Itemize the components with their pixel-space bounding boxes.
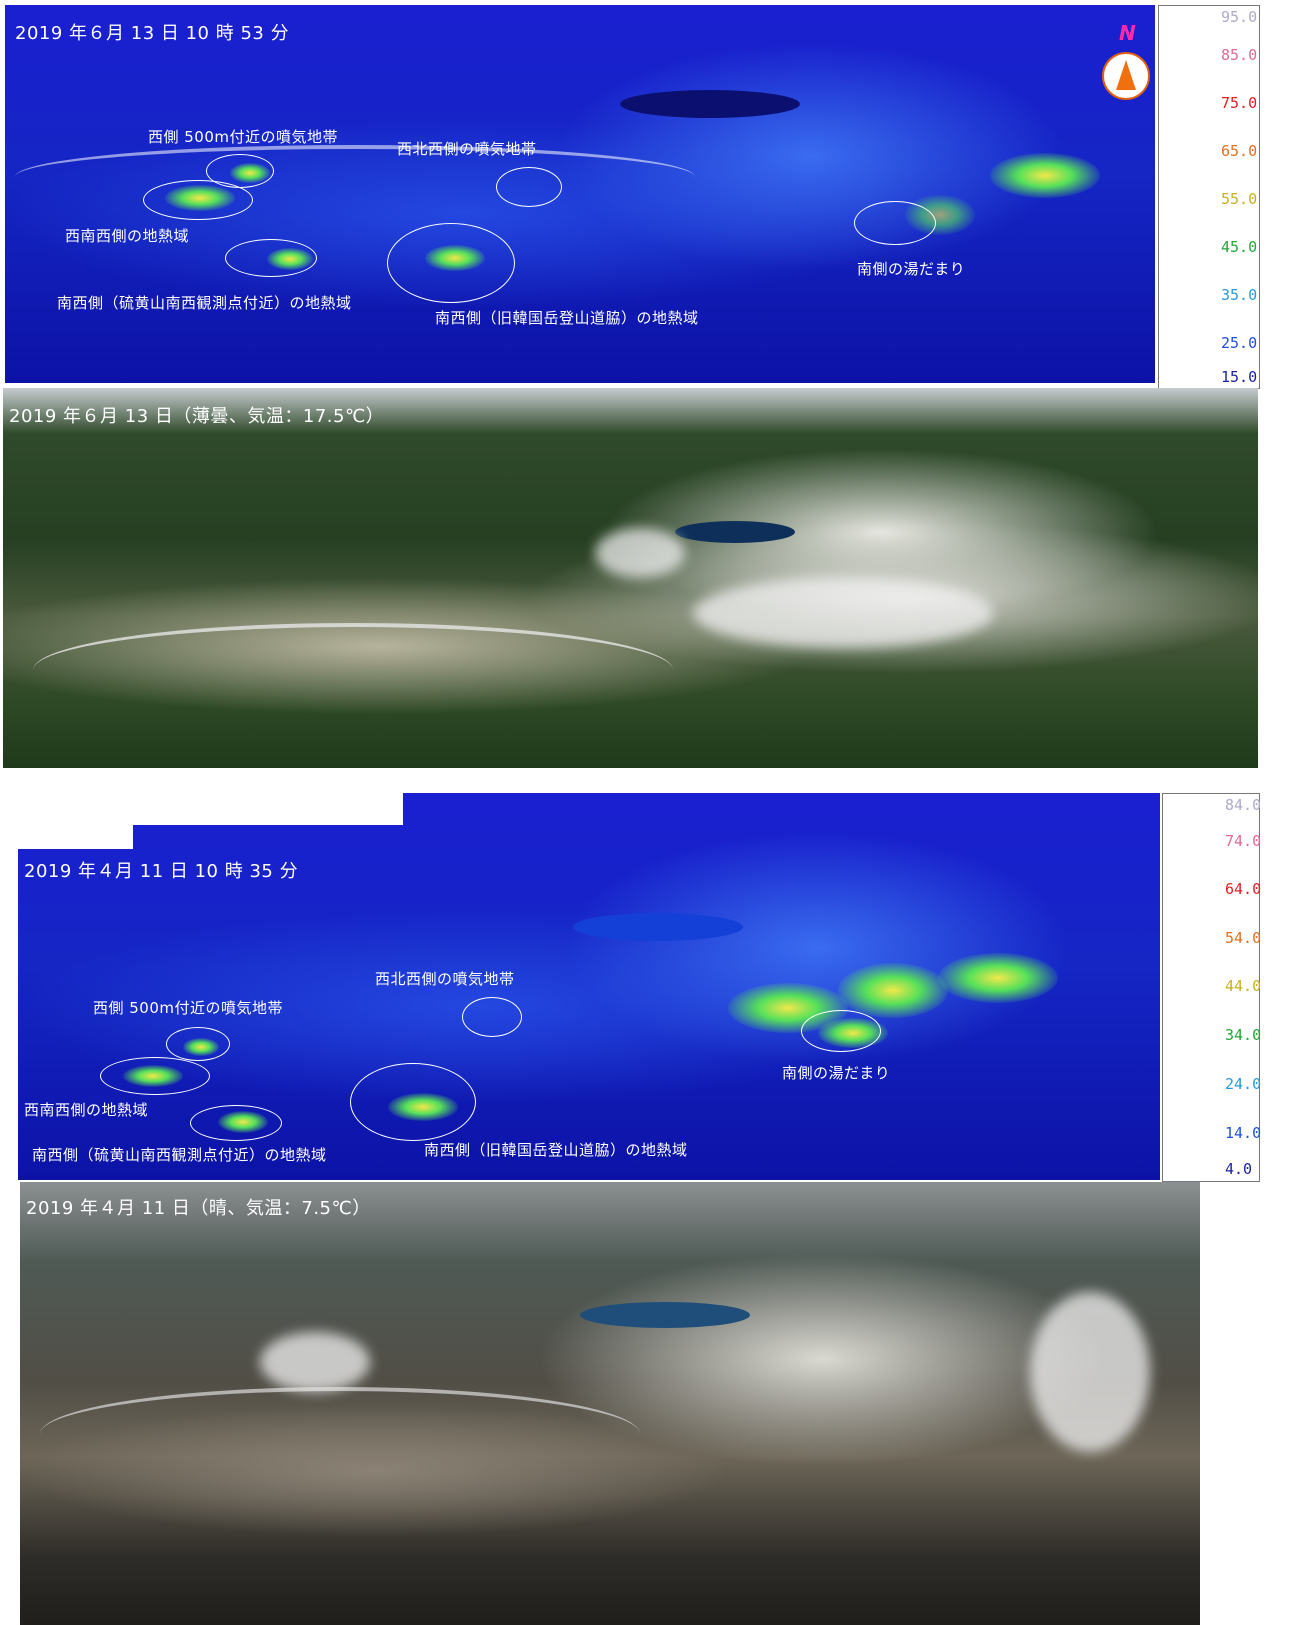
april-ring-wsw xyxy=(100,1057,210,1095)
april-thermal-hotspot-crater-3 xyxy=(938,953,1058,1003)
april-scale-tick-7: 14.0 xyxy=(1225,1124,1262,1142)
june-ring-sw-obs xyxy=(225,239,317,277)
june-scale-tick-0: 95.0 xyxy=(1221,8,1258,26)
compass-arrow-icon xyxy=(1116,60,1136,90)
april-label-wsw: 西南西側の地熱域 xyxy=(24,1101,149,1119)
april-photo-caption: 2019 年４月 11 日（晴、気温：7.5℃） xyxy=(26,1198,371,1219)
april-scale-tick-0: 84.0 xyxy=(1225,796,1262,814)
april-scale-tick-5: 34.0 xyxy=(1225,1026,1262,1044)
june-scale-tick-3: 65.0 xyxy=(1221,142,1258,160)
june-thermal-road xyxy=(15,145,695,209)
june-label-south-pool: 南側の湯だまり xyxy=(857,260,966,278)
april-temperature-scale: 84.0 74.0 64.0 54.0 44.0 34.0 24.0 14.0 … xyxy=(1162,793,1262,1182)
april-thermal-image: 2019 年４月 11 日 10 時 35 分 西側 500m付近の噴気地帯 西… xyxy=(18,793,1160,1180)
june-scale-tick-4: 55.0 xyxy=(1221,190,1258,208)
april-thermal-timestamp: 2019 年４月 11 日 10 時 35 分 xyxy=(24,861,299,882)
april-photo-steam-left xyxy=(260,1332,370,1392)
june-ring-wsw xyxy=(143,180,253,220)
june-label-wsw: 西南西側の地熱域 xyxy=(65,227,190,245)
april-thermal-top-mask xyxy=(18,793,403,825)
june-scale-tick-5: 45.0 xyxy=(1221,238,1258,256)
june-label-sw-trail: 南西側（旧韓国岳登山道脇）の地熱域 xyxy=(435,309,699,327)
april-label-w500: 西側 500m付近の噴気地帯 xyxy=(93,999,284,1017)
april-ring-sw-obs xyxy=(190,1105,282,1141)
june-photo-caption: 2019 年６月 13 日（薄曇、気温：17.5℃） xyxy=(9,406,385,427)
north-mark: N xyxy=(1119,21,1136,45)
april-thermal-hotspot-crater-2 xyxy=(838,963,948,1018)
june-photo-steam-left xyxy=(595,528,685,578)
april-photo-steam-right xyxy=(1030,1292,1150,1452)
june-label-sw-observatory: 南西側（硫黄山南西観測点付近）の地熱域 xyxy=(57,294,352,312)
april-label-wnw: 西北西側の噴気地帯 xyxy=(375,970,515,988)
april-scale-tick-4: 44.0 xyxy=(1225,977,1262,995)
june-label-wnw: 西北西側の噴気地帯 xyxy=(397,140,537,158)
april-ring-sw-trail xyxy=(350,1063,476,1141)
june-thermal-hotspot-south-pool xyxy=(990,153,1100,198)
june-thermal-timestamp: 2019 年６月 13 日 10 時 53 分 xyxy=(15,23,290,44)
june-temperature-scale: 95.0 85.0 75.0 65.0 55.0 45.0 35.0 25.0 … xyxy=(1158,5,1260,389)
june-scale-tick-1: 85.0 xyxy=(1221,46,1258,64)
april-scale-tick-6: 24.0 xyxy=(1225,1075,1262,1093)
june-ring-south-pool xyxy=(854,201,936,245)
april-label-south-pool: 南側の湯だまり xyxy=(782,1064,891,1082)
june-photo-steam-center xyxy=(693,578,993,648)
june-photo-road xyxy=(33,623,673,717)
june-ring-wnw xyxy=(496,167,562,207)
june-scale-tick-2: 75.0 xyxy=(1221,94,1258,112)
april-scale-tick-2: 64.0 xyxy=(1225,880,1262,898)
april-scale-tick-8: 4.0 xyxy=(1225,1160,1253,1178)
june-scale-tick-8: 15.0 xyxy=(1221,368,1258,386)
april-photo-road xyxy=(40,1387,640,1481)
june-scale-tick-6: 35.0 xyxy=(1221,286,1258,304)
april-scale-tick-3: 54.0 xyxy=(1225,929,1262,947)
april-photo-crater-lake xyxy=(580,1302,750,1328)
april-thermal-crater-lake xyxy=(573,913,743,941)
june-label-w500: 西側 500m付近の噴気地帯 xyxy=(148,128,339,146)
april-label-sw-observatory: 南西側（硫黄山南西観測点付近）の地熱域 xyxy=(32,1146,327,1164)
june-thermal-image: 2019 年６月 13 日 10 時 53 分 西側 500m付近の噴気地帯 西… xyxy=(5,5,1155,383)
june-scale-tick-7: 25.0 xyxy=(1221,334,1258,352)
june-thermal-crater-lake xyxy=(620,90,800,118)
june-photo-crater-lake xyxy=(675,521,795,543)
april-visible-photo: 2019 年４月 11 日（晴、気温：7.5℃） xyxy=(20,1182,1200,1625)
april-ring-w500 xyxy=(166,1027,230,1061)
april-thermal-top-mask-2 xyxy=(18,825,133,849)
june-ring-sw-trail xyxy=(387,223,515,303)
april-ring-south-pool xyxy=(801,1010,881,1052)
compass-icon xyxy=(1102,52,1150,100)
april-scale-tick-1: 74.0 xyxy=(1225,832,1262,850)
april-ring-wnw xyxy=(462,997,522,1037)
april-label-sw-trail: 南西側（旧韓国岳登山道脇）の地熱域 xyxy=(424,1141,688,1159)
june-visible-photo: 2019 年６月 13 日（薄曇、気温：17.5℃） xyxy=(3,388,1258,768)
